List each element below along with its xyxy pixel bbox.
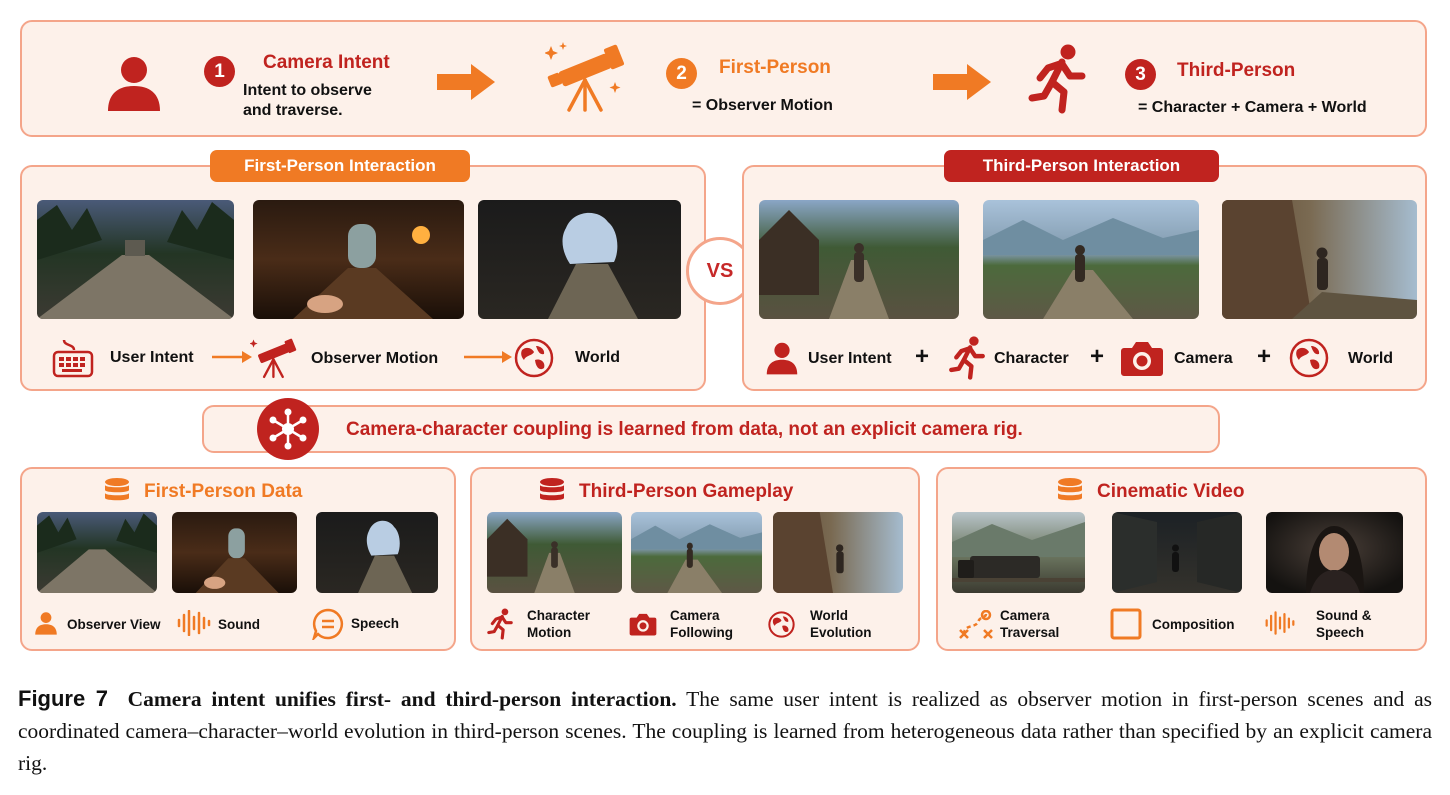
- figure-label: Figure 7: [18, 686, 108, 711]
- telescope-icon: [545, 42, 625, 112]
- camera-traversal-label-2: Traversal: [1000, 625, 1060, 640]
- coupling-statement: Camera-character coupling is learned fro…: [346, 419, 1023, 440]
- camera-following-label-2: Following: [670, 625, 733, 640]
- torch-corridor-image: [172, 512, 297, 593]
- cave-exit-image: [478, 200, 681, 319]
- plus-sign: +: [915, 343, 930, 370]
- step1-desc-line1: Intent to observe: [243, 82, 372, 99]
- portrait-image: [1266, 512, 1403, 593]
- sound-wave-icon: [1265, 611, 1295, 635]
- cliff-character-image: [773, 512, 903, 593]
- path-traversal-icon: [959, 610, 993, 639]
- tp-character-label: Character: [994, 350, 1069, 367]
- plus-sign: +: [1090, 343, 1105, 370]
- observer-person-icon: [35, 612, 57, 635]
- network-hub-badge: [257, 398, 319, 460]
- sound-wave-icon: [177, 610, 211, 636]
- fp-observer-motion-label: Observer Motion: [311, 350, 439, 367]
- top-bar: [20, 20, 1427, 137]
- sound-label: Sound: [218, 617, 260, 632]
- globe-icon: [514, 338, 554, 378]
- running-person-icon: [487, 608, 513, 640]
- night-street-image: [1112, 512, 1242, 593]
- step3-title: Third-Person: [1177, 60, 1296, 81]
- person-icon: [108, 57, 160, 111]
- keyboard-icon: [52, 339, 94, 378]
- character-motion-label-1: Character: [527, 608, 591, 623]
- cliff-character-image: [1222, 200, 1417, 319]
- cave-exit-image: [316, 512, 438, 593]
- world-evolution-label-2: Evolution: [810, 625, 872, 640]
- arrow-right-icon: [933, 64, 991, 100]
- figure-caption-body: The same user intent is realized as obse…: [18, 687, 1432, 775]
- tp-user-intent-label: User Intent: [808, 350, 892, 367]
- village-character-image: [759, 200, 959, 319]
- tp-world-label: World: [1348, 350, 1394, 367]
- speech-bubble-icon: [312, 608, 344, 640]
- sound-speech-label-2: Speech: [1316, 625, 1365, 640]
- arrow-right-icon: [437, 64, 495, 100]
- village-character-image: [487, 512, 622, 593]
- observer-view-label: Observer View: [67, 617, 161, 632]
- step3-desc: = Character + Camera + World: [1138, 99, 1367, 116]
- fp-world-label: World: [575, 349, 621, 366]
- figure-caption: Figure 7 Camera intent unifies first- an…: [18, 683, 1432, 779]
- step2-number: 2: [666, 58, 697, 89]
- step3-number: 3: [1125, 59, 1156, 90]
- speech-label: Speech: [351, 616, 400, 631]
- step1-title: Camera Intent: [263, 52, 390, 73]
- small-arrow-icon: [464, 351, 512, 363]
- third-person-interaction-tab: Third-Person Interaction: [944, 150, 1219, 182]
- person-icon: [766, 342, 798, 375]
- step2-title: First-Person: [719, 57, 831, 78]
- coupling-bar: [202, 405, 1220, 453]
- fp-user-intent-label: User Intent: [110, 349, 194, 366]
- telescope-icon: [250, 338, 297, 379]
- first-person-data-title: First-Person Data: [144, 481, 303, 502]
- torch-corridor-image: [253, 200, 464, 319]
- camera-following-label-1: Camera: [670, 608, 720, 623]
- composition-frame-icon: [1110, 608, 1142, 640]
- lake-character-image: [983, 200, 1199, 319]
- database-icon: [540, 478, 564, 501]
- camera-traversal-label-1: Camera: [1000, 608, 1050, 623]
- character-motion-label-2: Motion: [527, 625, 572, 640]
- forest-path-image: [37, 200, 234, 319]
- plus-sign: +: [1257, 343, 1272, 370]
- step1-desc-line2: and traverse.: [243, 102, 343, 119]
- database-icon: [1058, 478, 1082, 501]
- step2-desc: = Observer Motion: [692, 97, 833, 114]
- camera-icon: [1121, 342, 1163, 376]
- running-person-icon: [949, 336, 985, 380]
- train-scene-image: [952, 512, 1085, 593]
- cinematic-video-title: Cinematic Video: [1097, 481, 1245, 502]
- figure-title: Camera intent unifies first- and third-p…: [127, 687, 677, 711]
- third-person-gameplay-title: Third-Person Gameplay: [579, 481, 794, 502]
- running-person-icon: [1028, 44, 1086, 114]
- lake-character-image: [631, 512, 762, 593]
- first-person-interaction-tab: First-Person Interaction: [210, 150, 470, 182]
- sound-speech-label-1: Sound &: [1316, 608, 1372, 623]
- globe-icon: [768, 611, 795, 638]
- small-arrow-icon: [212, 351, 252, 363]
- world-evolution-label-1: World: [810, 608, 848, 623]
- tp-camera-label: Camera: [1174, 350, 1233, 367]
- network-hub-icon: [269, 408, 307, 450]
- globe-icon: [1289, 338, 1329, 378]
- camera-icon: [629, 613, 657, 636]
- composition-label: Composition: [1152, 617, 1235, 632]
- forest-path-image: [37, 512, 157, 593]
- database-icon: [105, 478, 129, 501]
- step1-number: 1: [204, 56, 235, 87]
